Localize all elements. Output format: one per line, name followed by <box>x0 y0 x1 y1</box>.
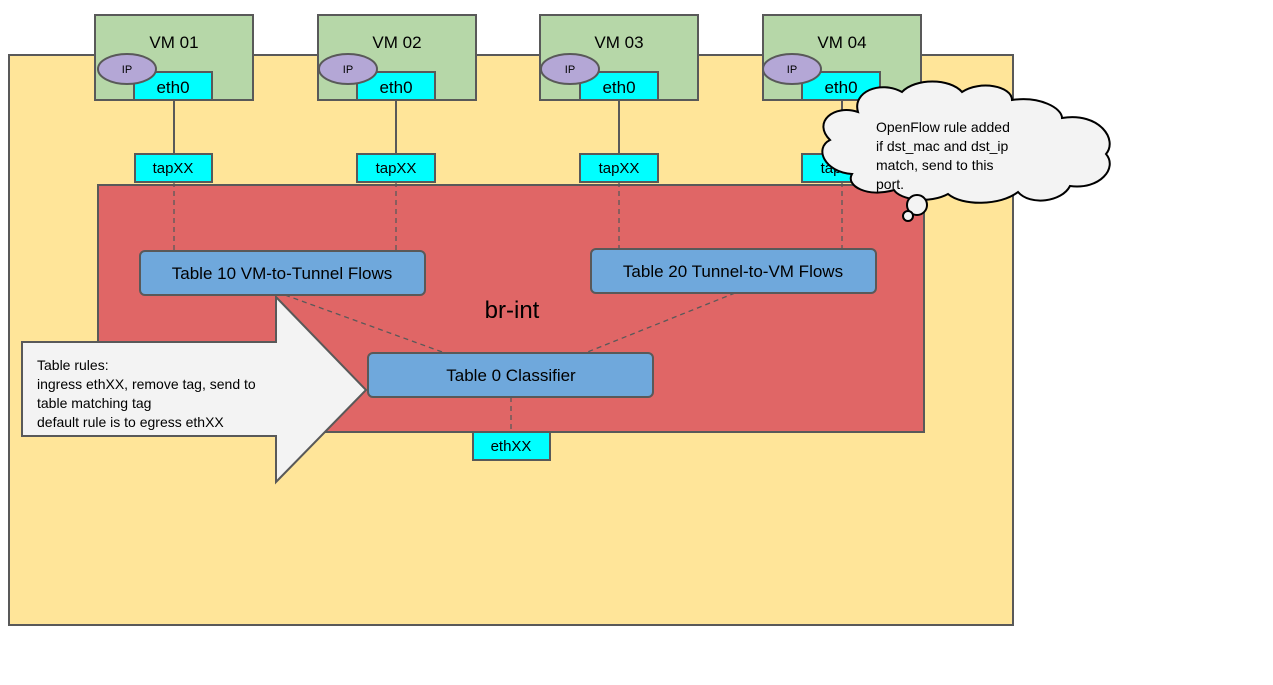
vm-03-ip-badge <box>540 53 600 85</box>
tap-port-01-label: tapXX <box>153 160 194 177</box>
vm-04-ip-label: IP <box>787 64 797 76</box>
table-10-label: Table 10 VM-to-Tunnel Flows <box>172 264 392 283</box>
cloud-line-2: if dst_mac and dst_ip <box>876 138 1009 154</box>
vm-04-ip-badge <box>762 53 822 85</box>
cloud-bubble-large <box>906 194 928 216</box>
vm-02-eth0-label: eth0 <box>379 78 412 97</box>
table-0-box[interactable]: Table 0 Classifier <box>367 352 654 398</box>
cloud-bubble-small <box>902 210 914 222</box>
tap-port-02-label: tapXX <box>376 160 417 177</box>
vm-01-ip-badge <box>97 53 157 85</box>
br-int-label: br-int <box>485 297 540 324</box>
vm-03-ip-label: IP <box>565 64 575 76</box>
cloud-line-3: match, send to this <box>876 157 994 173</box>
vm-04-eth0-label: eth0 <box>824 78 857 97</box>
vm-01-ip-label: IP <box>122 64 132 76</box>
vm-04[interactable]: VM 04 eth0 IP <box>762 14 922 101</box>
table-20-box[interactable]: Table 20 Tunnel-to-VM Flows <box>590 248 877 294</box>
vm-04-label: VM 04 <box>817 33 866 52</box>
callout-line-3: table matching tag <box>37 395 151 411</box>
vm-01-eth0-label: eth0 <box>156 78 189 97</box>
openflow-cloud: OpenFlow rule added if dst_mac and dst_i… <box>821 80 1111 222</box>
ethxx-label: ethXX <box>491 438 532 455</box>
tap-port-03[interactable]: tapXX <box>579 153 659 183</box>
vm-02-ip-badge <box>318 53 378 85</box>
vm-01[interactable]: VM 01 eth0 IP <box>94 14 254 101</box>
cloud-line-4: port. <box>876 176 904 192</box>
vm-03-label: VM 03 <box>594 33 643 52</box>
table-20-label: Table 20 Tunnel-to-VM Flows <box>623 262 843 281</box>
vm-03-eth0-label: eth0 <box>602 78 635 97</box>
table-10-box[interactable]: Table 10 VM-to-Tunnel Flows <box>139 250 426 296</box>
callout-line-1: Table rules: <box>37 357 109 373</box>
ethxx-port[interactable]: ethXX <box>472 431 551 461</box>
table-0-label: Table 0 Classifier <box>446 366 576 385</box>
table-rules-callout: Table rules: ingress ethXX, remove tag, … <box>21 294 368 485</box>
tap-port-01[interactable]: tapXX <box>134 153 213 183</box>
vm-01-label: VM 01 <box>149 33 198 52</box>
vm-03[interactable]: VM 03 eth0 IP <box>539 14 699 101</box>
callout-line-4: default rule is to egress ethXX <box>37 414 224 430</box>
vm-02-label: VM 02 <box>372 33 421 52</box>
cloud-line-1: OpenFlow rule added <box>876 119 1010 135</box>
vm-02-ip-label: IP <box>343 64 353 76</box>
tap-port-02[interactable]: tapXX <box>356 153 436 183</box>
tap-port-03-label: tapXX <box>599 160 640 177</box>
callout-line-2: ingress ethXX, remove tag, send to <box>37 376 256 392</box>
flow-links <box>173 182 843 434</box>
vm-02[interactable]: VM 02 eth0 IP <box>317 14 477 101</box>
